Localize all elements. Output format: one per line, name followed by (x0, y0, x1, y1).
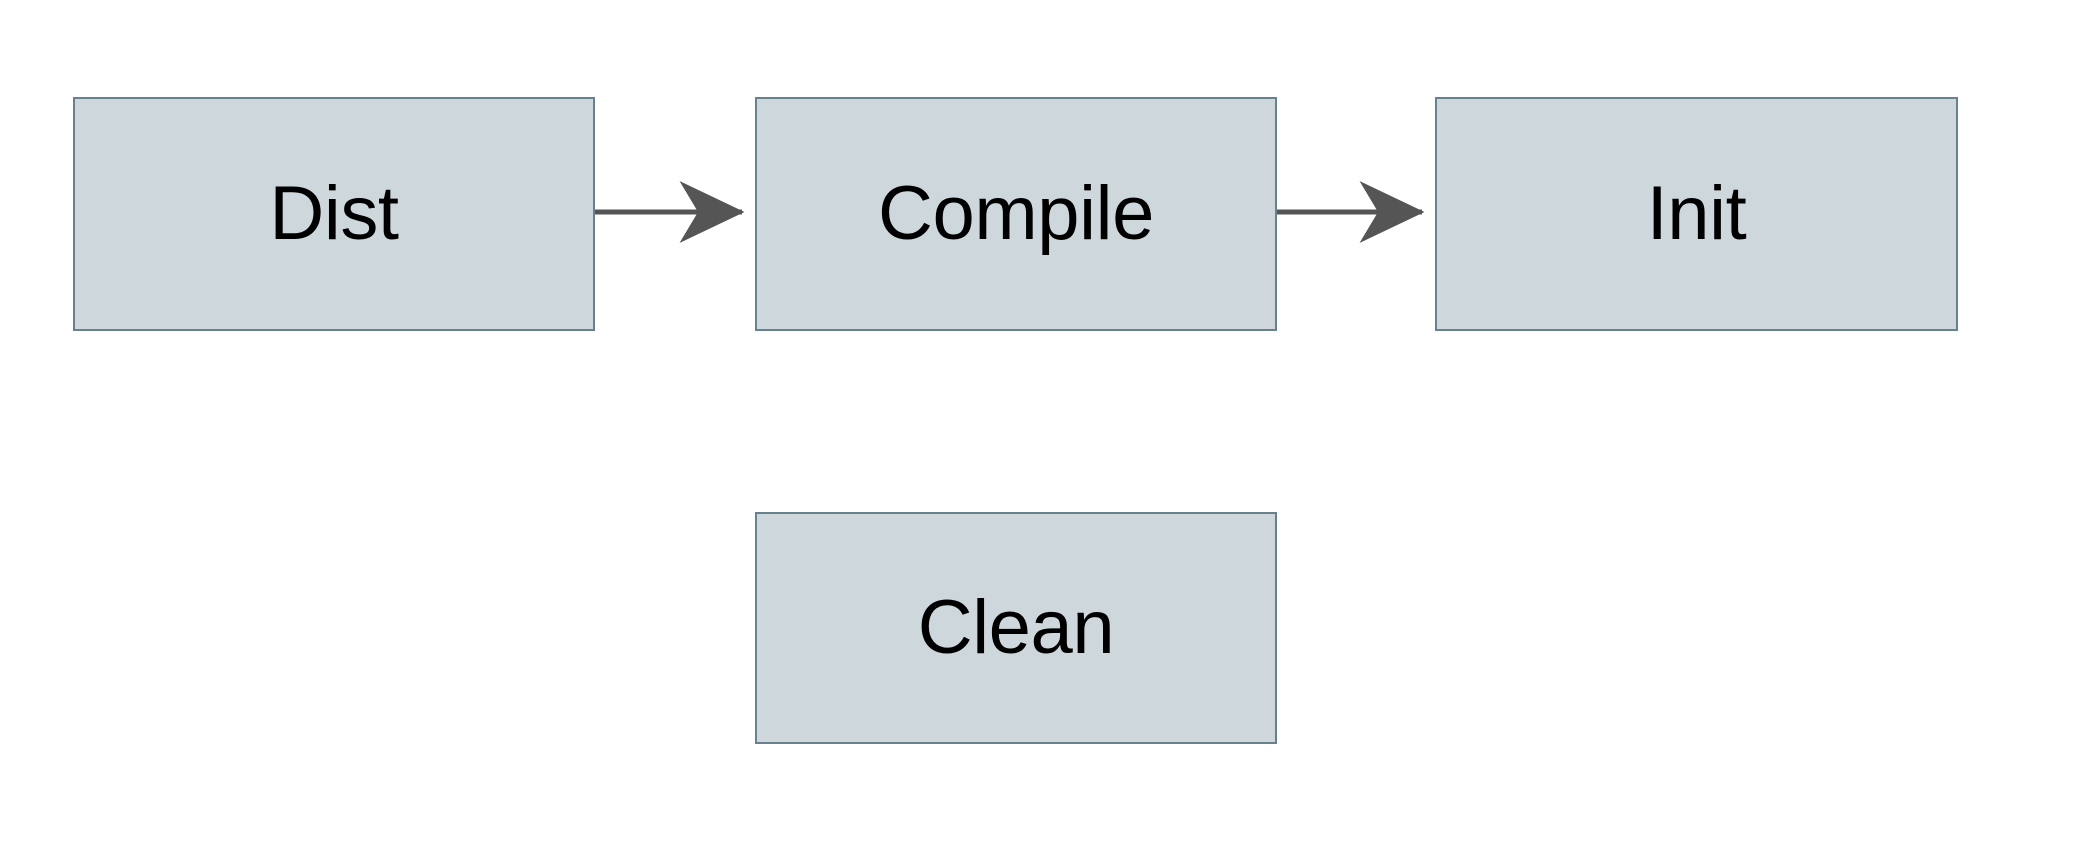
node-clean[interactable]: Clean (755, 512, 1277, 744)
node-init-label: Init (1646, 171, 1747, 256)
node-compile[interactable]: Compile (755, 97, 1277, 331)
node-compile-label: Compile (878, 171, 1154, 256)
node-init[interactable]: Init (1435, 97, 1958, 331)
node-dist-label: Dist (269, 171, 399, 256)
node-clean-label: Clean (917, 585, 1115, 670)
node-dist[interactable]: Dist (73, 97, 595, 331)
